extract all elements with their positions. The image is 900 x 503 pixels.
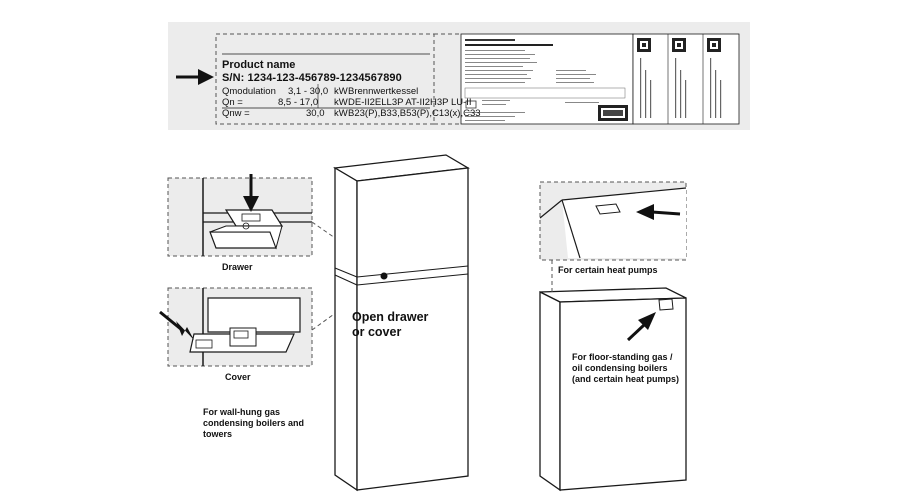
serial-arrow (176, 69, 214, 85)
spec-value-1: 3,1 - 30,0 (288, 86, 329, 97)
spec-key-3: Qnw = (222, 108, 250, 119)
spec-key-2: Qn = (222, 97, 243, 108)
floor-standing-boiler (539, 287, 687, 492)
spec-unit-3: kW (334, 108, 348, 119)
spec-value-2: 8,5 - 17,0 (278, 97, 319, 108)
open-drawer-caption: Open drawer or cover (352, 310, 429, 339)
wall-hung-caption: For wall-hung gas condensing boilers and… (203, 407, 305, 439)
full-data-plate (460, 33, 740, 125)
spec-info-1: Brennwertkessel (348, 86, 419, 97)
label-zoom-box (215, 33, 435, 125)
drawer-caption: Drawer (222, 262, 253, 272)
spec-value-3: 30,0 (306, 108, 325, 119)
spec-info-2: DE-II2ELL3P AT-II2H3P LU-II (348, 97, 472, 108)
serial-number: S/N: 1234-123-456789-1234567890 (222, 72, 402, 84)
certain-heat-pumps-caption: For certain heat pumps (558, 265, 658, 275)
cover-inset (159, 287, 313, 367)
spec-info-3: B23(P),B33,B53(P),C13(x),C33 (348, 108, 481, 119)
heat-pump-inset (539, 181, 687, 261)
floor-standing-caption: For floor-standing gas / oil condensing … (572, 352, 680, 384)
cover-caption: Cover (225, 372, 251, 382)
drawer-inset (167, 174, 313, 257)
spec-unit-1: kW (334, 86, 348, 97)
spec-unit-2: kW (334, 97, 348, 108)
spec-key-1: Qmodulation (222, 86, 276, 97)
product-name-label: Product name (222, 59, 296, 71)
wall-hung-boiler (333, 154, 470, 492)
